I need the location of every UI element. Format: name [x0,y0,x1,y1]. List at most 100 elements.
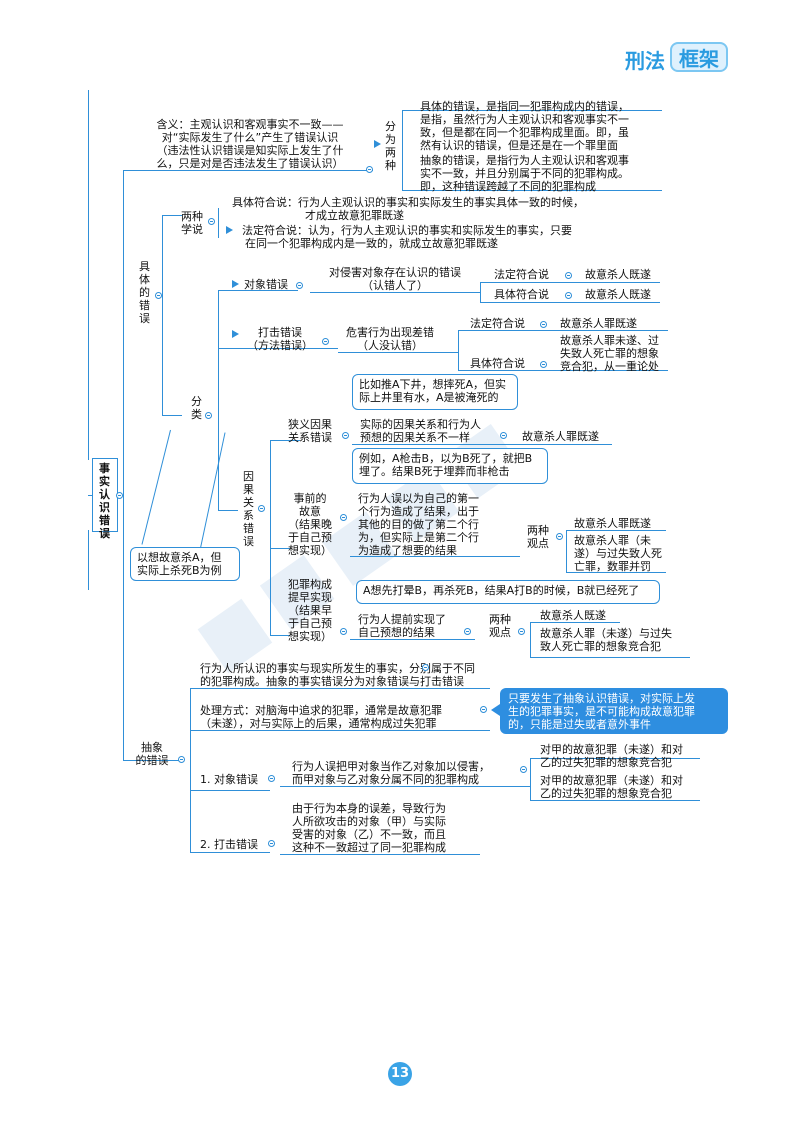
object-desc-underline [310,292,480,293]
early-5: 想实现） [288,630,332,643]
collapse-icon[interactable] [520,766,527,773]
collapse-icon[interactable] [422,664,429,671]
collapse-icon[interactable] [268,775,275,782]
logo-badge: 框架 [670,42,728,72]
object-legal-result: 故意杀人既遂 [585,268,651,281]
collapse-icon[interactable] [480,706,487,713]
hit-error-1: 打击错误 [258,326,302,339]
root-label: 事实认识错误 [99,462,110,540]
hit-error-line [218,348,338,349]
collapse-icon[interactable] [464,628,471,635]
early-branch [270,635,290,636]
treatment-2: （未遂），对与实际上的后果，通常构成过失犯罪 [200,717,437,730]
hit-legal-label: 法定符合说 [470,317,525,330]
object-error-line [218,290,298,291]
collapse-icon[interactable] [556,533,563,540]
classify-label: 分类 [191,395,202,421]
abs-object-r1-1: 对甲的故意犯罪（未遂）和对 [540,743,683,756]
early-2: 提早实现 [288,591,332,604]
early-view2-1: 故意杀人罪（未遂）与过失 [540,627,672,640]
collapse-icon[interactable] [340,628,347,635]
prior-desc-3: 其他的目的做了第二个行 [358,518,479,531]
prior-view2-1: 故意杀人罪（未 [574,534,651,547]
meaning-line-4: 么，只是对是否违法发生了错误认识） [156,157,344,170]
object-desc-1: 对侵害对象存在认识的错误 [329,266,461,279]
prior-intent-1: 事前的 [293,492,327,505]
object-concrete-label: 具体符合说 [494,288,549,301]
early-views-2: 观点 [489,626,511,639]
arrow-icon [374,140,381,148]
prior-views-2: 观点 [527,537,549,550]
prior-view2-2: 遂）与过失致人死 [574,547,662,560]
early-underline [350,639,475,640]
collapse-icon[interactable] [518,628,525,635]
hit-desc-underline [338,352,458,353]
collapse-icon[interactable] [540,361,547,368]
collapse-icon[interactable] [366,166,373,173]
concrete-desc-4: 然有认识的错误，但是还是在一个罪里面 [420,139,618,152]
narrow-underline [352,444,612,445]
collapse-icon[interactable] [155,292,162,299]
example1-box: 比如推A下井，想摔死A，但实 际上井里有水，A是被淹死的 [352,374,518,410]
concrete-theory-2: 才成立故意犯罪既遂 [305,209,404,222]
collapse-icon[interactable] [322,338,329,345]
abs-object-line [190,790,270,791]
prior-desc-4: 为，但实际上是第二个行 [358,531,479,544]
hit-concrete-result-3: 竞合犯，从一重论处 [560,360,659,373]
abs-object-desc-1: 行为人误把甲对象当作乙对象加以侵害， [292,760,490,773]
two-theories-1: 两种 [181,210,203,223]
prior-intent-4: 于自己预 [288,531,332,544]
collapse-icon[interactable] [565,292,572,299]
collapse-icon[interactable] [178,756,185,763]
collapse-icon[interactable] [116,492,123,499]
abs-hit-desc-2: 人所欲攻击的对象（甲）与实际 [292,815,446,828]
narrow-result: 故意杀人罪既遂 [522,430,599,443]
classify-line [218,290,219,510]
hit-concrete-line [458,370,668,371]
abstract-intro-2: 的犯罪构成。抽象的事实错误分为对象错误与打击错误 [200,675,464,688]
prior-desc-5: 为造成了想要的结果 [358,544,457,557]
collapse-icon[interactable] [500,432,507,439]
collapse-icon[interactable] [205,412,212,419]
arrow-icon [226,226,233,234]
abs-object-desc-2: 而甲对象与乙对象分属不同的犯罪构成 [292,773,479,786]
example-kill-box: 以想故意杀A，但 实际上杀死B为例 [130,547,240,581]
abstract-desc-bottom [402,190,662,191]
narrow-desc-2: 预想的因果关系不一样 [360,431,470,444]
example2-box: 例如，A枪击B，以为B死了，就把B 埋了。结果B死于埋葬而非枪击 [352,448,548,484]
prior-intent-5: 想实现） [288,544,332,557]
abs-object-r2-line [530,800,700,801]
prior-intent-3: （结果晚 [288,518,332,531]
collapse-icon[interactable] [540,321,547,328]
early-1: 犯罪构成 [288,578,332,591]
arrow-icon [232,330,239,338]
highlight-note: 只要发生了抽象认识错误，对实际上发 生的犯罪事实，是不可能构成故意犯罪 的，只能… [491,688,728,734]
collapse-icon[interactable] [342,432,349,439]
collapse-icon[interactable] [565,272,572,279]
collapse-icon[interactable] [268,840,275,847]
abs-object-r2-1: 对甲的故意犯罪（未遂）和对 [540,774,683,787]
early-3: （结果早 [288,604,332,617]
concrete-label: 具体的错误 [139,260,150,325]
classify-branch [162,415,182,416]
collapse-icon[interactable] [296,282,303,289]
collapse-icon[interactable] [340,514,347,521]
abs-hit-desc-3: 受害的对象（乙）不一致，而且 [292,828,446,841]
object-legal-label: 法定符合说 [494,268,549,281]
prior-view2-3: 亡罪，数罪并罚 [574,560,651,573]
theory-bracket [218,208,219,238]
early-view1-line [530,622,620,623]
collapse-icon[interactable] [258,505,265,512]
narrow-desc-1: 实际的因果关系和行为人 [360,418,481,431]
early-view2-line [530,657,690,658]
prior-branch [270,548,290,549]
causal-line [218,510,238,511]
example2-line-1: 例如，A枪击B，以为B死了，就把B [359,452,533,465]
object-concrete-result: 故意杀人既遂 [585,288,651,301]
highlight-3: 的，只能是过失或者意外事件 [508,718,651,731]
collapse-icon[interactable] [208,218,215,225]
hit-legal-result: 故意杀人罪既遂 [560,317,637,330]
abs-hit-line [190,852,270,853]
abs-object-r1-2: 乙的过失犯罪的想象竞合犯 [540,756,672,769]
causal-error-label: 因果关系错误 [243,470,254,548]
